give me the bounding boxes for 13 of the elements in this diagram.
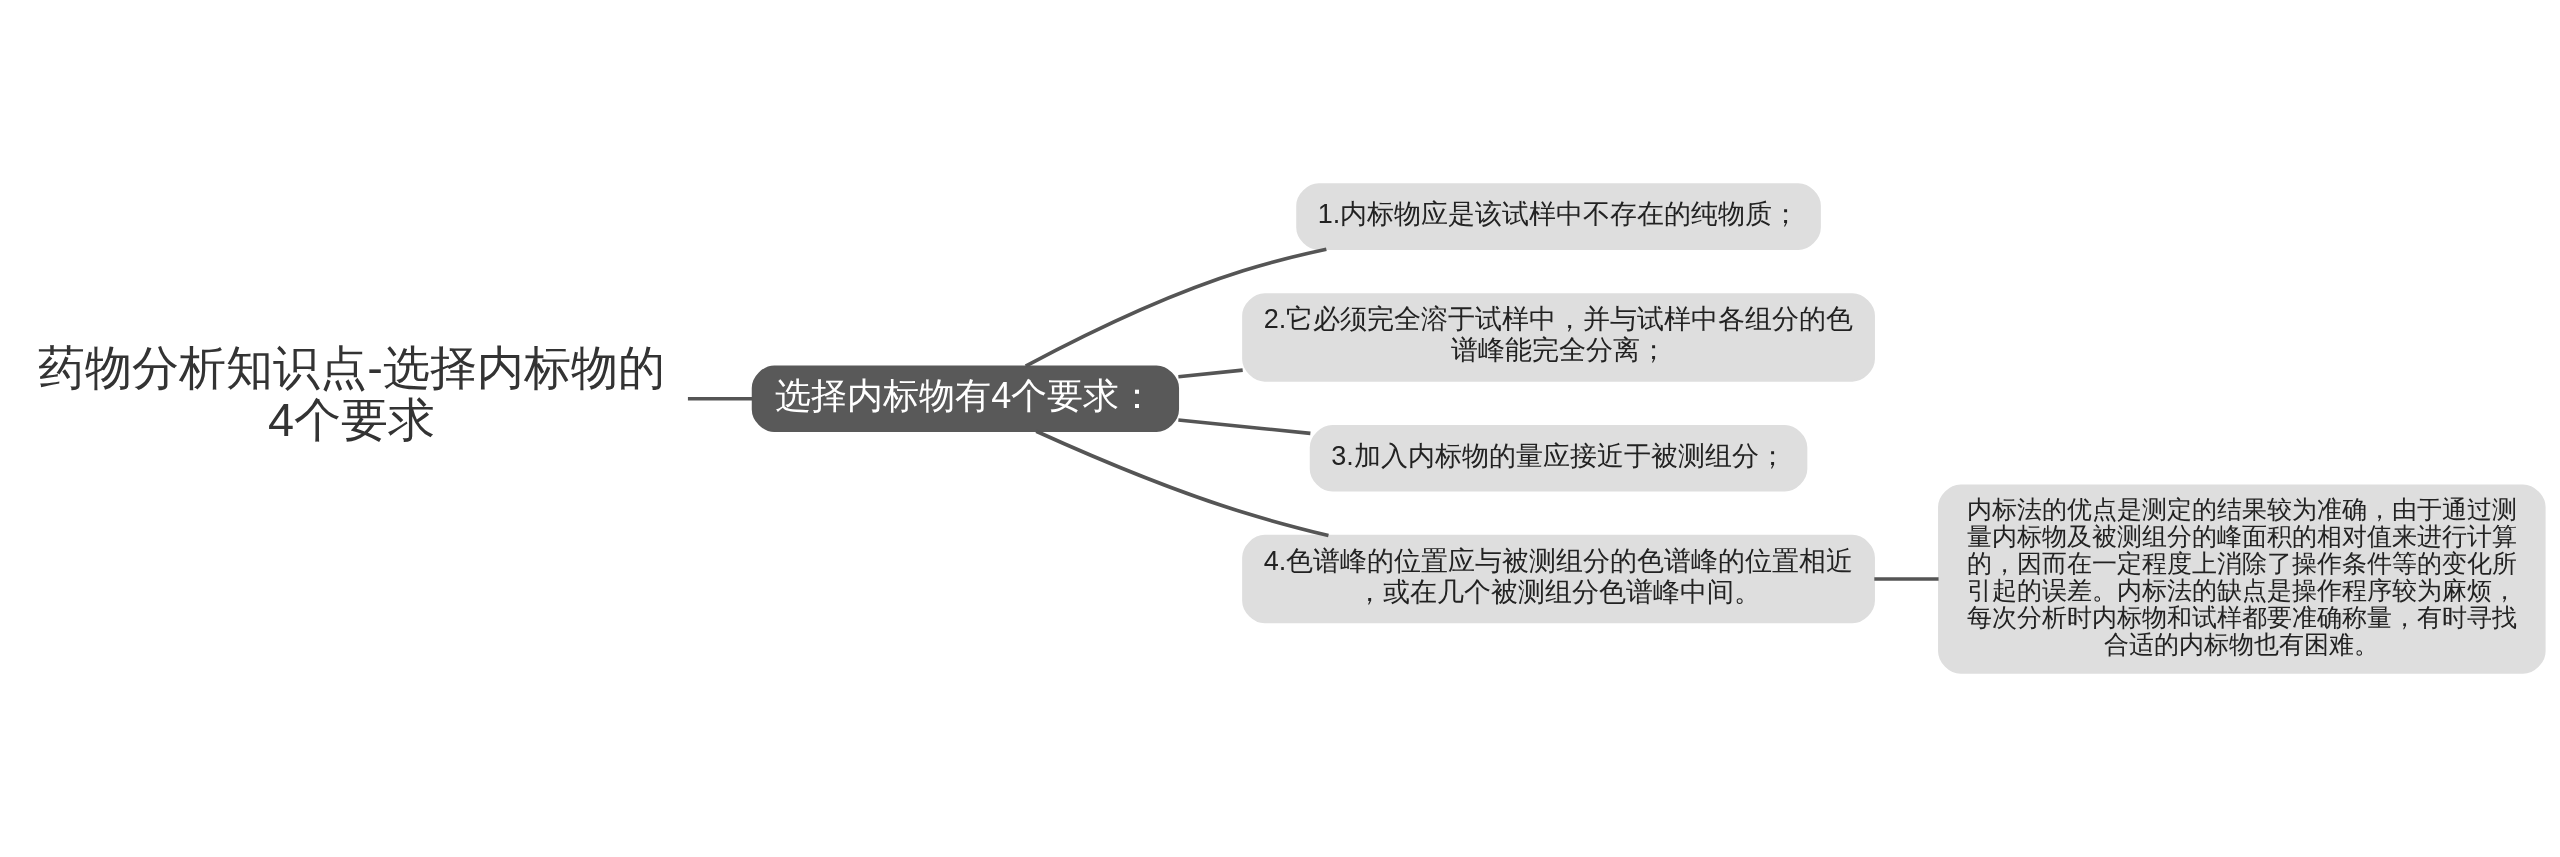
connector (687, 396, 753, 401)
node-box: 2.它必须完全溶于试样中，并与试样中各组分的色谱峰能完全分离； (1242, 293, 1875, 382)
node-box: 选择内标物有4个要求： (751, 365, 1180, 433)
connector (1024, 247, 1327, 368)
node-text: 药物分析知识点-选择内标物的4个要求 (38, 341, 665, 447)
node-box: 内标法的优点是测定的结果较为准确，由于通过测量内标物及被测组分的峰面积的相对值来进行计算的，因而在一定程度上消除了操作条件等的变化所引起的误差。内标法的缺点是操作程序较为麻烦，每次分析时内标物和试样都要准确称量，有时寻找合适的内标物也有困难。 (1938, 484, 2546, 674)
connector (1874, 577, 1939, 581)
node-box: 3.加入内标物的量应接近于被测组分； (1309, 424, 1808, 492)
connector (1178, 418, 1311, 436)
connector (1035, 429, 1329, 538)
connector (1178, 368, 1243, 379)
node-box: 1.内标物应是该试样中不存在的纯物质； (1296, 183, 1821, 250)
node-box: 4.色谱峰的位置应与被测组分的色谱峰的位置相近，或在几个被测组分色谱峰中间。 (1242, 534, 1875, 624)
